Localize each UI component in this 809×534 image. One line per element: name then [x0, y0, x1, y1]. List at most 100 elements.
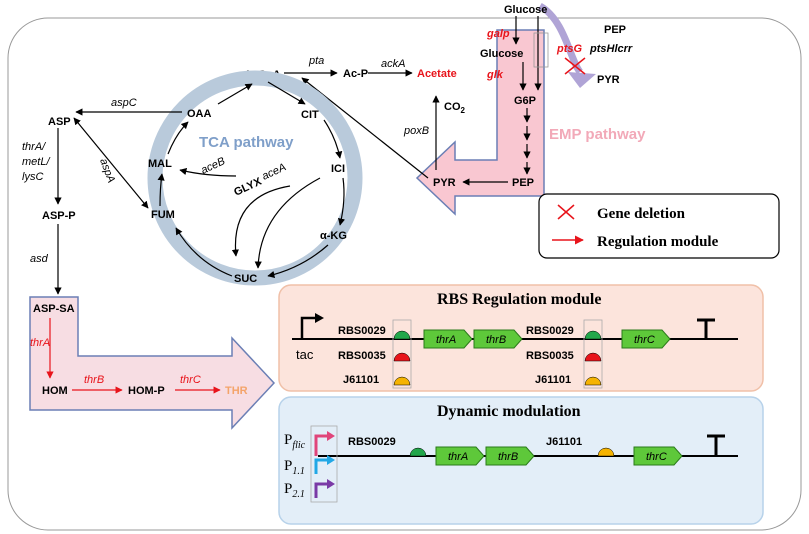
rbs-option-group-left	[392, 319, 412, 389]
promoter-p21-icon	[314, 482, 328, 498]
tca-pathway-label: TCA pathway	[199, 134, 294, 151]
gene-acka: ackA	[381, 58, 405, 70]
gene-aceb: aceB	[199, 155, 227, 176]
legend-deletion-icon	[557, 204, 575, 220]
pts-transport-arrowhead	[568, 72, 596, 88]
gene-poxb: poxB	[403, 125, 429, 137]
metabolite-cit: CIT	[301, 109, 319, 121]
gene-ptsg: ptsG	[556, 43, 583, 55]
promoter-pflic-arrowhead	[327, 431, 335, 441]
metabolite-pep-top: PEP	[604, 24, 626, 36]
tca-cycle-ring	[147, 70, 363, 286]
rbs-green-left	[393, 330, 411, 340]
gene-thra-metl-lysc: thrA/ metL/ lysC	[22, 141, 53, 183]
gene-thrc-branch: thrC	[180, 374, 201, 386]
metabolite-pep: PEP	[512, 177, 534, 189]
promoter-p11-arrowhead	[327, 455, 335, 465]
legend-box	[538, 193, 780, 259]
gene-block-thrc-rbs-label: thrC	[634, 334, 655, 346]
metabolite-pyr-top: PYR	[597, 74, 620, 86]
promoter-p21-label: P2.1	[284, 481, 305, 500]
gene-asd: asd	[30, 253, 49, 265]
gene-block-thrb-dyn-label: thrB	[498, 451, 518, 463]
metabolite-asp: ASP	[48, 116, 71, 128]
metabolite-glyx: GLYX	[232, 175, 264, 198]
tac-promoter-label: tac	[296, 347, 314, 362]
gene-thrb-branch: thrB	[84, 374, 104, 386]
metabolite-homp: HOM-P	[128, 385, 165, 397]
metabolite-akg: α-KG	[320, 230, 347, 242]
metabolite-aspp: ASP-P	[42, 210, 76, 222]
metabolite-co2: CO2	[444, 101, 466, 115]
cell-boundary	[7, 17, 802, 531]
rbs-label-rbs0035-right: RBS0035	[526, 350, 574, 362]
rbs-label-rbs0029-right: RBS0029	[526, 325, 574, 337]
deletion-mark-ptsg	[564, 57, 586, 75]
gene-thra-branch: thrA	[30, 337, 50, 349]
terminator-icon-dyn	[707, 434, 725, 456]
transporter-box	[533, 32, 549, 68]
rbs-label-j61101-right: J61101	[535, 374, 571, 386]
tac-promoter-icon	[300, 316, 317, 339]
gene-galp: galp	[486, 28, 510, 40]
gene-block-thrb-rbs-label: thrB	[486, 334, 506, 346]
gene-block-thrc-dyn	[633, 446, 683, 466]
rbs-label-rbs0029-left: RBS0029	[338, 325, 386, 337]
metabolite-oaa: OAA	[187, 108, 212, 120]
emp-pathway-label: EMP pathway	[549, 126, 646, 143]
gene-block-thra-dyn	[435, 446, 485, 466]
promoter-pflic-label: Pflic	[284, 432, 306, 451]
metabolite-g6p: G6P	[514, 95, 536, 107]
promoter-p21-arrowhead	[327, 479, 335, 489]
legend-deletion-label: Gene deletion	[597, 206, 686, 222]
glycolysis-arrows	[301, 16, 542, 186]
promoter-option-group	[310, 425, 338, 503]
terminator-icon-rbs	[697, 318, 715, 339]
gene-block-thra-dyn-label: thrA	[448, 451, 468, 463]
metabolite-glucose-outside: Glucose	[504, 4, 547, 16]
metabolite-aspsa: ASP-SA	[33, 303, 75, 315]
metabolite-hom: HOM	[42, 385, 68, 397]
gene-glk: glk	[486, 69, 504, 81]
metabolite-glucose-inside: Glucose	[480, 48, 523, 60]
gene-block-thra-rbs	[423, 329, 473, 349]
metabolite-mal: MAL	[148, 158, 172, 170]
metabolite-suc: SUC	[234, 273, 257, 285]
rbs-label-rbs0035-left: RBS0035	[338, 350, 386, 362]
promoter-pflic-icon	[314, 434, 328, 456]
thr-branch-arrows	[46, 318, 221, 394]
rbs-yellow-right	[584, 376, 602, 386]
aspartate-arrows	[54, 108, 182, 295]
gene-aspc: aspC	[111, 97, 137, 109]
rbs-option-group-right	[583, 319, 603, 389]
rbs-label-j61101-left: J61101	[343, 374, 379, 386]
gene-acea: aceA	[260, 161, 288, 182]
gene-aspa: aspA	[97, 157, 117, 185]
dyn-rbs-label-rbs0029: RBS0029	[348, 436, 396, 448]
metabolite-acp: Ac-P	[343, 68, 368, 80]
gene-pta: pta	[308, 55, 324, 67]
legend-regulation-label: Regulation module	[597, 234, 719, 250]
tac-promoter-arrowhead	[315, 313, 324, 323]
rbs-module-title: RBS Regulation module	[437, 291, 601, 308]
tca-cycle-arrows	[157, 81, 346, 279]
metabolite-ici: ICI	[331, 163, 345, 175]
gene-block-thrb-rbs	[473, 329, 523, 349]
metabolite-pyr: PYR	[433, 177, 456, 189]
dynamic-module-title: Dynamic modulation	[437, 403, 581, 420]
metabolite-acetate: Acetate	[417, 68, 457, 80]
metabolite-fum: FUM	[151, 209, 175, 221]
gene-block-thrc-rbs	[621, 329, 671, 349]
metabolite-thr: THR	[225, 385, 248, 397]
gene-block-thrc-dyn-label: thrC	[646, 451, 667, 463]
rbs-red-left	[393, 352, 411, 362]
dyn-rbs-green	[409, 447, 427, 457]
gene-ptshlcrr: ptsHlcrr	[589, 43, 633, 55]
rbs-red-right	[584, 352, 602, 362]
thr-pathway-arrow	[29, 296, 276, 430]
gene-block-thra-rbs-label: thrA	[436, 334, 456, 346]
rbs-green-right	[584, 330, 602, 340]
promoter-p11-label: P1.1	[284, 458, 305, 477]
dyn-rbs-label-j61101: J61101	[546, 436, 582, 448]
